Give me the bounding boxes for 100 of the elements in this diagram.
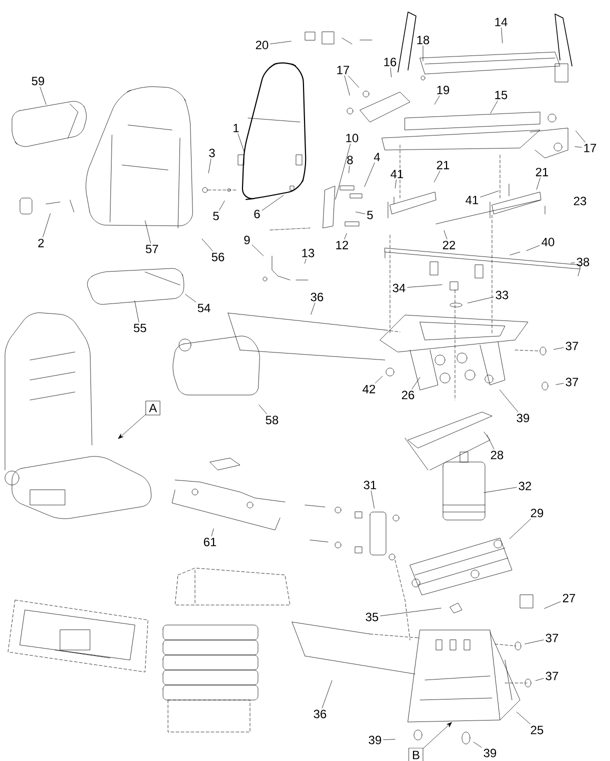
callout-number: 18 bbox=[417, 36, 430, 44]
leader-line bbox=[422, 46, 424, 62]
leader-line bbox=[395, 180, 396, 188]
leader-line bbox=[486, 434, 494, 450]
leader-line bbox=[383, 739, 396, 740]
view-letter-box: A bbox=[146, 400, 160, 416]
leader-line bbox=[356, 212, 366, 214]
callout-number: 6 bbox=[254, 210, 260, 218]
callout-number: 10 bbox=[346, 134, 358, 142]
leader-line bbox=[134, 300, 140, 322]
callout-number: 12 bbox=[336, 240, 348, 250]
leader-line bbox=[509, 518, 531, 539]
callout-number: 14 bbox=[495, 18, 508, 26]
callout-number: 5 bbox=[367, 210, 373, 220]
callout-number: 29 bbox=[530, 508, 544, 518]
leader-line bbox=[335, 144, 351, 200]
leader-line bbox=[407, 284, 442, 288]
callout-number: 8 bbox=[347, 156, 353, 164]
leader-line bbox=[473, 742, 482, 748]
leader-line bbox=[468, 296, 494, 304]
leader-line bbox=[484, 487, 517, 493]
callout-number: 17 bbox=[337, 66, 350, 74]
callout-number: 36 bbox=[314, 710, 326, 718]
callout-number: 4 bbox=[374, 152, 380, 162]
leader-line bbox=[570, 262, 575, 264]
arrow bbox=[118, 414, 146, 439]
leader-line bbox=[501, 28, 503, 44]
callout-number: 23 bbox=[574, 196, 586, 206]
leader-line bbox=[576, 130, 586, 142]
callout-number: 37 bbox=[546, 672, 558, 680]
callout-number: 20 bbox=[256, 40, 268, 50]
callout-number: 13 bbox=[302, 248, 314, 258]
leader-line bbox=[574, 146, 582, 148]
leader-line bbox=[348, 76, 360, 88]
leader-line bbox=[490, 100, 498, 114]
leader-line bbox=[270, 41, 292, 44]
callout-number: 1 bbox=[234, 124, 239, 132]
callout-number: 56 bbox=[212, 252, 224, 262]
leader-line bbox=[344, 233, 347, 240]
leader-line bbox=[144, 220, 151, 244]
callout-number: 39 bbox=[484, 748, 496, 758]
callout-number: 16 bbox=[384, 58, 396, 66]
leader-line bbox=[219, 200, 225, 210]
callout-number: 26 bbox=[402, 390, 414, 400]
callout-number: 55 bbox=[134, 324, 146, 332]
callout-number: 22 bbox=[442, 240, 456, 250]
leader-line bbox=[556, 383, 564, 385]
leader-line bbox=[500, 390, 518, 412]
callout-number: 41 bbox=[390, 170, 404, 178]
callout-number: 19 bbox=[437, 86, 450, 94]
leader-line bbox=[185, 294, 196, 302]
leader-line bbox=[40, 86, 46, 105]
leader-line bbox=[238, 134, 244, 152]
callout-number: 39 bbox=[368, 736, 382, 744]
leader-line bbox=[516, 712, 530, 724]
leader-line bbox=[322, 680, 332, 708]
leader-line bbox=[208, 158, 212, 174]
leader-line bbox=[480, 190, 499, 198]
callout-number: 17 bbox=[584, 144, 596, 152]
callout-number: 37 bbox=[566, 378, 578, 386]
callout-number: 9 bbox=[244, 236, 250, 244]
view-letter-box: B bbox=[408, 748, 424, 761]
leader-line bbox=[434, 96, 440, 104]
callout-number: 27 bbox=[562, 594, 576, 602]
leader-line bbox=[370, 490, 374, 508]
callout-number: 37 bbox=[566, 342, 578, 350]
leader-line bbox=[536, 178, 540, 190]
leader-line bbox=[211, 528, 214, 536]
callout-number: 3 bbox=[209, 148, 215, 158]
leader-line bbox=[554, 347, 564, 350]
callout-number: 57 bbox=[146, 244, 158, 254]
leader-line bbox=[526, 245, 540, 251]
leader-line bbox=[380, 608, 442, 616]
leader-line bbox=[524, 640, 544, 644]
callout-number: 33 bbox=[496, 290, 508, 300]
callout-number: 41 bbox=[466, 196, 478, 204]
leader-line bbox=[412, 377, 420, 390]
leader-line bbox=[252, 244, 264, 256]
callout-number: 21 bbox=[436, 160, 450, 170]
leader-line bbox=[344, 76, 350, 96]
callout-number: 38 bbox=[576, 258, 590, 266]
callout-number: 54 bbox=[198, 304, 210, 312]
callout-number: 2 bbox=[38, 238, 44, 248]
leader-line bbox=[364, 162, 375, 187]
callout-number: 61 bbox=[204, 538, 216, 546]
leader-line bbox=[434, 170, 440, 182]
callout-number: 31 bbox=[364, 480, 376, 490]
callout-number: 15 bbox=[495, 90, 508, 100]
callout-number: 21 bbox=[536, 168, 548, 176]
callout-number: 34 bbox=[392, 284, 406, 292]
callout-number: 40 bbox=[542, 238, 554, 246]
callout-number: 39 bbox=[516, 414, 530, 422]
callout-number: 25 bbox=[530, 726, 544, 734]
callout-number: 42 bbox=[362, 384, 376, 394]
callout-number: 37 bbox=[546, 634, 558, 642]
leader-line bbox=[348, 166, 350, 174]
leader-line bbox=[544, 601, 561, 609]
leader-line bbox=[262, 195, 284, 211]
callout-number: 5 bbox=[213, 212, 219, 220]
callout-number: 35 bbox=[366, 612, 378, 622]
